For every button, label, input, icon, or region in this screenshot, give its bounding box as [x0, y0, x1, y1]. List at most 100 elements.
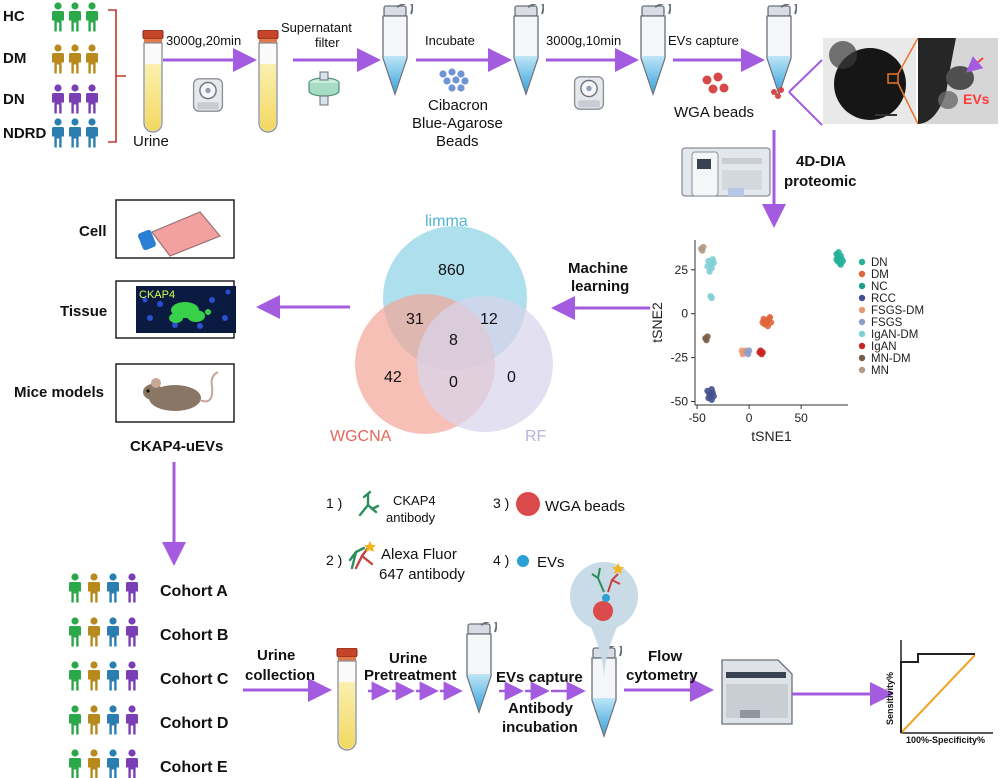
tsne-legend-marker	[858, 318, 866, 326]
tsne-ylabel: tSNE2	[649, 302, 665, 343]
em-zoom-lines	[897, 37, 919, 125]
tsne-point	[708, 294, 715, 302]
cohort-label: Cohort E	[160, 759, 228, 776]
roc-line	[900, 653, 975, 733]
filter-icon	[308, 71, 340, 106]
venn-label-rf: RF	[525, 428, 547, 445]
urine-collection-line2: collection	[245, 667, 315, 684]
step5-label: EVs capture	[668, 33, 739, 48]
cohort-label: Cohort D	[160, 715, 228, 732]
tsne-legend-marker	[858, 366, 866, 374]
tsne-legend-label: DM	[871, 269, 889, 281]
tissue-stain-image: CKAP4	[136, 286, 236, 333]
ckap4-antibody-icon	[591, 567, 605, 593]
people-icon	[69, 749, 138, 778]
tsne-point	[708, 386, 715, 393]
group-label-dm: DM	[3, 50, 26, 67]
capture-line2: Antibody	[508, 700, 574, 717]
tsne-legend-marker	[858, 330, 866, 338]
group-dm: DM	[3, 44, 98, 74]
tube-icon	[466, 622, 497, 713]
tsne-points	[698, 243, 846, 403]
proteomic-line1: 4D-DIA	[796, 153, 846, 170]
fluor-star-icon	[364, 541, 376, 552]
capture-line3: incubation	[502, 719, 578, 736]
tsne-y-tick-label: -50	[671, 394, 689, 408]
tsne-legend-label: DN	[871, 257, 888, 269]
tsne-x-tick-label: 0	[746, 411, 753, 425]
tube-icon	[766, 4, 797, 96]
cohort-label: Cohort A	[160, 583, 228, 600]
step4-label: 3000g,10min	[546, 33, 621, 48]
cohort-row: Cohort E	[69, 749, 228, 778]
capture-line1: EVs capture	[496, 669, 583, 686]
wga-beads-icon	[702, 72, 729, 94]
beads-label-line1: Cibacron	[428, 97, 488, 114]
venn-count-c-only: 0	[507, 369, 516, 386]
ckap4-antibody-icon	[358, 490, 380, 517]
validation-cell-label: Cell	[79, 223, 107, 240]
tsne-legend-marker	[858, 258, 866, 266]
venn-count-ab: 31	[406, 311, 424, 328]
roc-xlabel: 100%-Specificity%	[906, 735, 985, 745]
em-image-left	[823, 38, 916, 124]
ev-icon	[517, 555, 529, 567]
urine-tube-icon	[142, 30, 164, 133]
reagent-1-line2: antibody	[386, 510, 436, 525]
beads-label-line2: Blue-Agarose	[412, 115, 503, 132]
group-label-ndrd: NDRD	[3, 125, 46, 142]
tsne-point	[710, 259, 717, 267]
venn-diagram: limma WGCNA RF 860 31 12 8 42 0 0	[330, 213, 553, 445]
group-hc: HC	[3, 2, 98, 32]
people-icon	[52, 84, 98, 114]
group-label-hc: HC	[3, 8, 25, 25]
urine-collection-line1: Urine	[257, 647, 295, 664]
tube-icon	[513, 4, 544, 96]
tsne-legend-label: FSGS	[871, 317, 903, 329]
reagent-3-label: WGA beads	[545, 498, 625, 515]
mouse-icon	[143, 371, 219, 411]
proteomic-line2: proteomic	[784, 173, 857, 190]
cohort-row: Cohort D	[69, 705, 228, 735]
tsne-point	[706, 268, 713, 275]
validation-mice-label: Mice models	[14, 384, 104, 401]
people-icon	[52, 2, 98, 32]
tsne-legend-label: MN-DM	[871, 353, 911, 365]
em-evs-label: EVs	[963, 91, 990, 107]
tsne-legend-label: FSGS-DM	[871, 305, 924, 317]
ev-icon	[602, 594, 610, 602]
tsne-legend-label: MN	[871, 365, 889, 377]
venn-circle-rf	[417, 296, 553, 432]
venn-label-limma: limma	[425, 213, 468, 230]
tsne-legend-marker	[858, 306, 866, 314]
flow-line1: Flow	[648, 648, 682, 665]
zoom-bubble	[570, 562, 638, 680]
urine-tube-icon	[257, 30, 279, 133]
tsne-point	[765, 315, 773, 323]
patient-groups: HC DM DN NDRD	[3, 2, 126, 148]
centrifuge-icon	[573, 76, 605, 110]
flow-line2: cytometry	[626, 667, 698, 684]
mass-spectrometer-icon	[681, 147, 771, 197]
roc-curve: Sensitivity% 100%-Specificity%	[885, 640, 993, 745]
group-label-dn: DN	[3, 91, 25, 108]
step3-label: Incubate	[425, 33, 475, 48]
reagent-3-number: 3 )	[493, 495, 509, 511]
tsne-point	[706, 391, 713, 398]
pretreat-line2: Pretreatment	[364, 667, 457, 684]
tsne-x-tick-label: 50	[794, 411, 808, 425]
group-brace	[108, 9, 126, 143]
step2-label-line2: filter	[315, 35, 340, 50]
ml-line2: learning	[571, 278, 629, 295]
tube-icon	[640, 4, 671, 96]
tsne-y-tick-label: 0	[681, 307, 688, 321]
wga-bead-icon	[593, 601, 613, 621]
validation-tissue-label: Tissue	[60, 303, 107, 320]
tsne-legend-marker	[858, 354, 866, 362]
urine-tube-icon	[336, 648, 358, 751]
tsne-point	[703, 336, 710, 344]
reagent-4-label: EVs	[537, 554, 565, 571]
